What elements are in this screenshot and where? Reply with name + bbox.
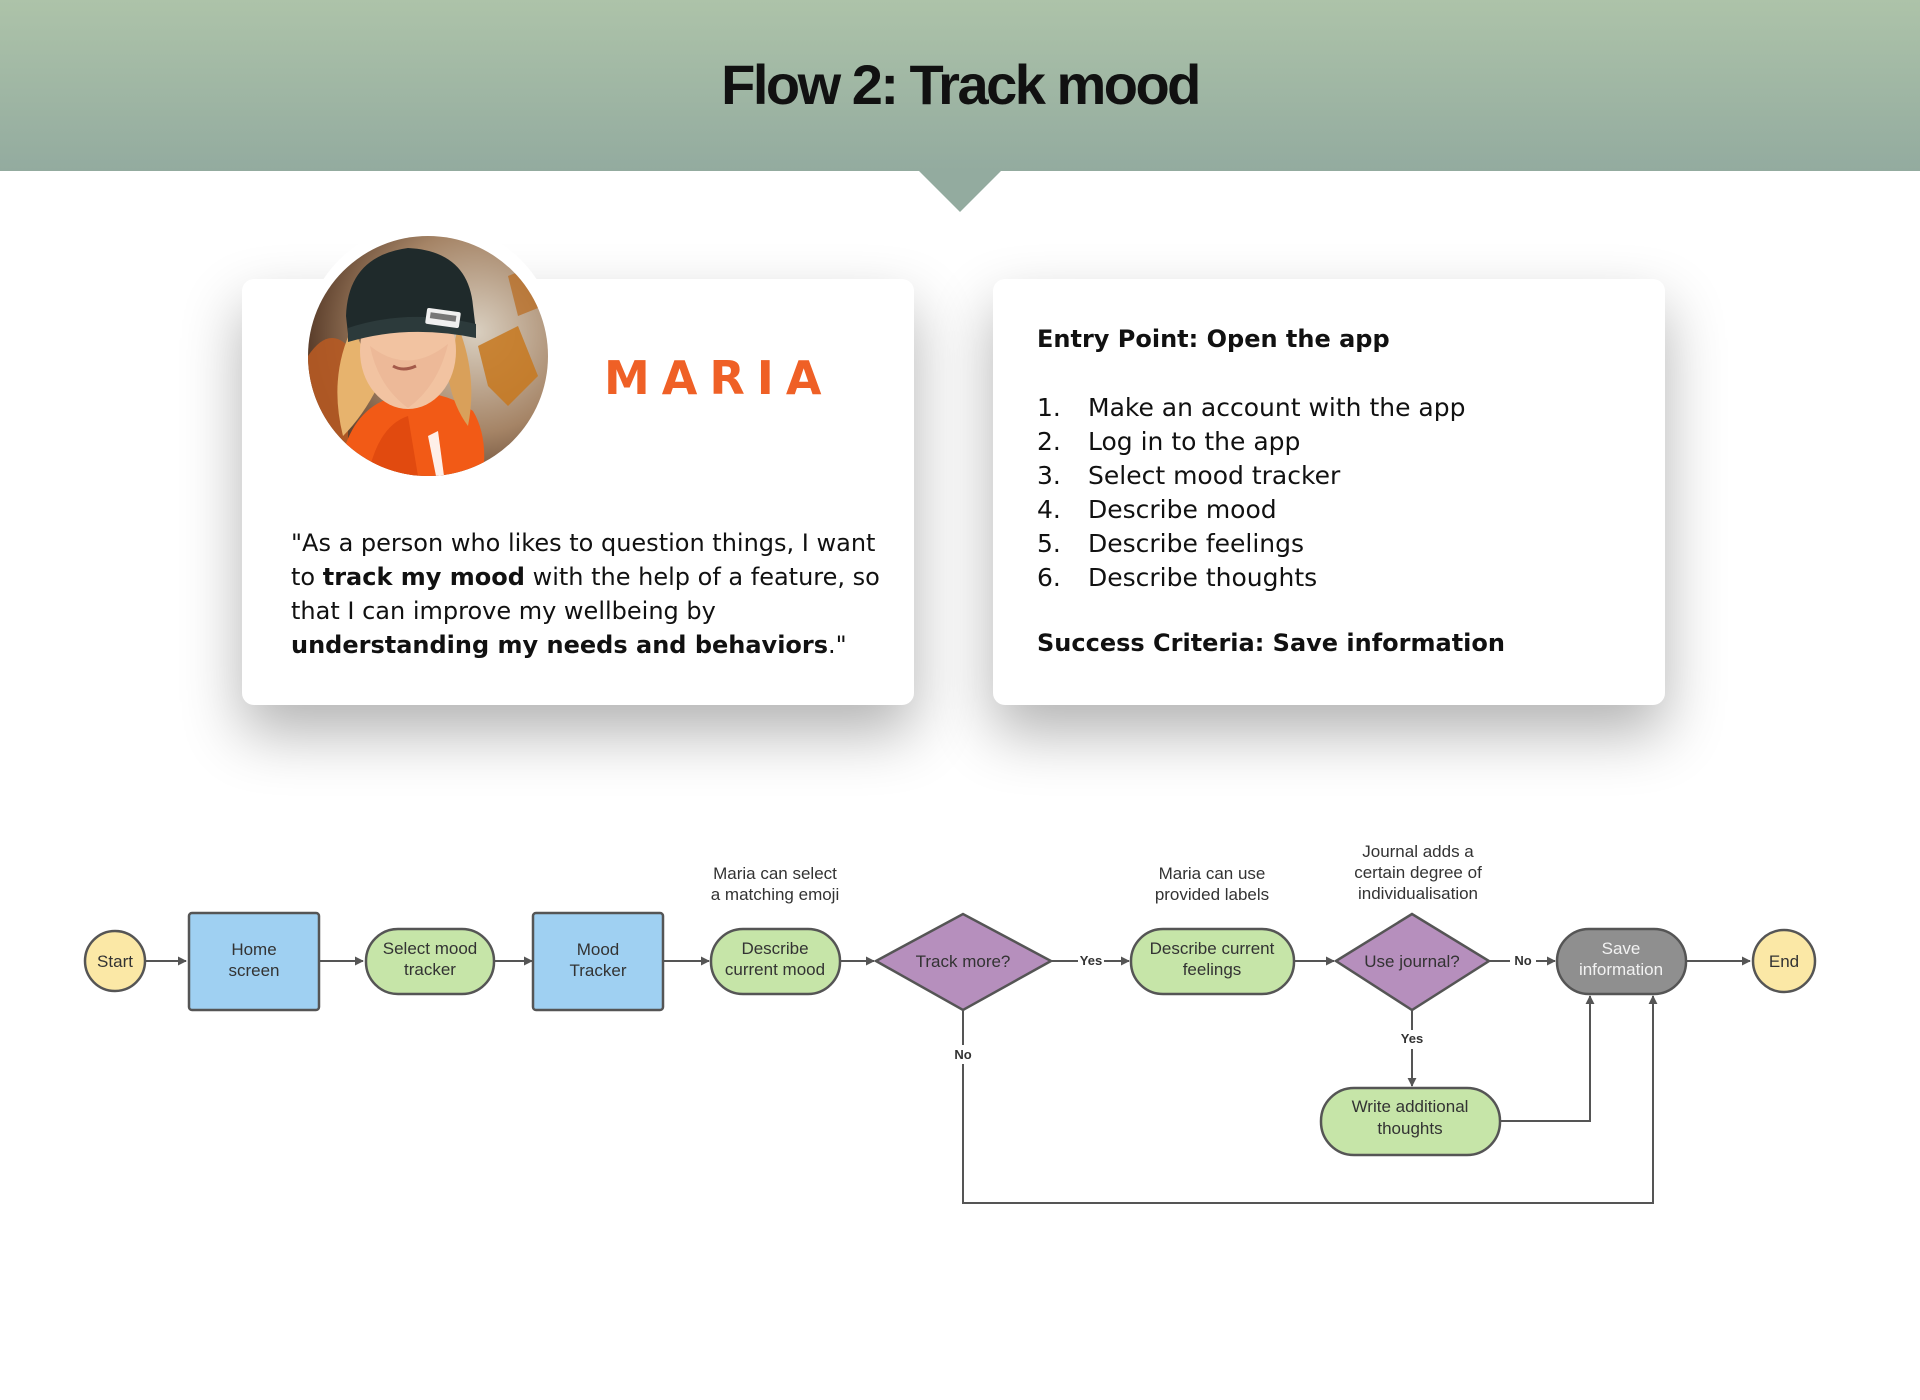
node-write-thoughts: Write additional thoughts — [1319, 1086, 1502, 1157]
node-select-mood-tracker-shape — [364, 927, 496, 996]
flow-step-text: Describe mood — [1088, 495, 1277, 524]
flow-nodes: Start Home screen Select mood tracker Mo… — [83, 911, 1817, 1157]
flow-step: 3. Select mood tracker — [1037, 459, 1465, 493]
flow-summary-card — [993, 279, 1665, 705]
node-end: End — [1751, 928, 1817, 994]
quote-emphasis-2: understanding my needs and behaviors — [291, 631, 829, 659]
node-use-journal-decision: Use journal? — [1333, 912, 1492, 1012]
node-save-information-label-2: information — [1579, 960, 1663, 979]
annotation-labels-line1: Maria can use — [1159, 864, 1266, 883]
page-title: Flow 2: Track mood — [721, 53, 1201, 116]
edge-track-no-b — [962, 995, 1658, 1204]
flow-step-number: 6. — [1037, 563, 1061, 592]
edge-label-track-yes: Yes — [1080, 953, 1102, 968]
node-select-mood-tracker-label-1: Select mood — [383, 939, 478, 958]
edge-labels: Yes No No Yes — [954, 953, 1531, 1062]
node-save-information: Save information — [1555, 927, 1688, 996]
node-home-screen-shape — [187, 911, 321, 1012]
quote-text-1: "As a person who likes to question thing… — [291, 529, 876, 591]
flow-edges — [146, 956, 1751, 1204]
node-write-thoughts-shape — [1319, 1086, 1502, 1157]
node-track-more-decision: Track more? — [873, 912, 1054, 1012]
flow-step-text: Describe feelings — [1088, 529, 1305, 558]
quote-text-3: ." — [828, 631, 847, 659]
node-write-thoughts-label-2: thoughts — [1377, 1119, 1442, 1138]
persona-quote: "As a person who likes to question thing… — [291, 526, 881, 662]
node-start-shape — [83, 929, 147, 993]
node-save-information-shape — [1555, 927, 1688, 996]
annotation-emoji-line2: a matching emoji — [711, 885, 840, 904]
node-end-label: End — [1769, 952, 1799, 971]
node-describe-feelings-shape — [1129, 927, 1296, 996]
node-select-mood-tracker-label-2: tracker — [404, 960, 456, 979]
node-start-label: Start — [97, 952, 133, 971]
node-describe-feelings-label-2: feelings — [1183, 960, 1242, 979]
flow-step: 2. Log in to the app — [1037, 425, 1465, 459]
annotation-journal-line3: individualisation — [1358, 884, 1478, 903]
node-mood-tracker-label-2: Tracker — [570, 961, 627, 980]
node-track-more-shape — [873, 912, 1054, 1012]
flow-step-text: Make an account with the app — [1088, 393, 1466, 422]
node-write-thoughts-label-1: Write additional — [1352, 1097, 1469, 1116]
flow-step-text: Describe thoughts — [1088, 563, 1318, 592]
edge-label-journal-no: No — [1514, 953, 1531, 968]
edge-label-journal-yes: Yes — [1401, 1031, 1423, 1046]
annotation-journal-line1: Journal adds a — [1362, 842, 1474, 861]
edge-label-track-no: No — [954, 1047, 971, 1062]
flow-step-number: 5. — [1037, 529, 1061, 558]
success-criteria: Success Criteria: Save information — [1037, 629, 1505, 657]
flow-step-number: 3. — [1037, 461, 1061, 490]
quote-emphasis-1: track my mood — [322, 563, 525, 591]
node-use-journal-label: Use journal? — [1364, 952, 1459, 971]
node-save-information-label-1: Save — [1602, 939, 1641, 958]
node-mood-tracker: Mood Tracker — [531, 911, 665, 1012]
quote-text-2: with the help of a feature, so that I ca… — [291, 563, 880, 625]
flow-step-text: Log in to the app — [1088, 427, 1301, 456]
node-home-screen: Home screen — [187, 911, 321, 1012]
node-select-mood-tracker: Select mood tracker — [364, 927, 496, 996]
node-describe-mood: Describe current mood — [709, 927, 842, 996]
flow-step: 4. Describe mood — [1037, 493, 1465, 527]
node-describe-mood-shape — [709, 927, 842, 996]
flow-step-number: 4. — [1037, 495, 1061, 524]
node-home-screen-label-2: screen — [228, 961, 279, 980]
flow-step-number: 2. — [1037, 427, 1061, 456]
node-describe-feelings: Describe current feelings — [1129, 927, 1296, 996]
flow-step: 1. Make an account with the app — [1037, 391, 1465, 425]
node-describe-mood-label-2: current mood — [725, 960, 825, 979]
edge-write-save — [1500, 995, 1595, 1122]
persona-name: MARIA — [604, 351, 834, 405]
node-mood-tracker-shape — [531, 911, 665, 1012]
node-use-journal-shape — [1333, 912, 1492, 1012]
node-track-more-label: Track more? — [916, 952, 1011, 971]
node-describe-mood-label-1: Describe — [741, 939, 808, 958]
node-home-screen-label-1: Home — [231, 940, 276, 959]
node-end-shape — [1751, 928, 1817, 994]
annotation-labels-line2: provided labels — [1155, 885, 1269, 904]
annotations: Maria can select a matching emoji Maria … — [711, 842, 1482, 904]
node-describe-feelings-label-1: Describe current — [1150, 939, 1275, 958]
node-start: Start — [83, 929, 147, 993]
annotation-journal-line2: certain degree of — [1354, 863, 1482, 882]
node-mood-tracker-label-1: Mood — [577, 940, 620, 959]
flow-step-number: 1. — [1037, 393, 1061, 422]
entry-point: Entry Point: Open the app — [1037, 325, 1390, 353]
header-banner — [0, 0, 1920, 171]
header-notch — [918, 170, 1002, 212]
flow-step: 5. Describe feelings — [1037, 527, 1465, 561]
annotation-emoji-line1: Maria can select — [713, 864, 837, 883]
flow-step-text: Select mood tracker — [1088, 461, 1341, 490]
flow-step: 6. Describe thoughts — [1037, 561, 1465, 595]
flow-steps-list: 1. Make an account with the app 2. Log in … — [1037, 391, 1465, 595]
